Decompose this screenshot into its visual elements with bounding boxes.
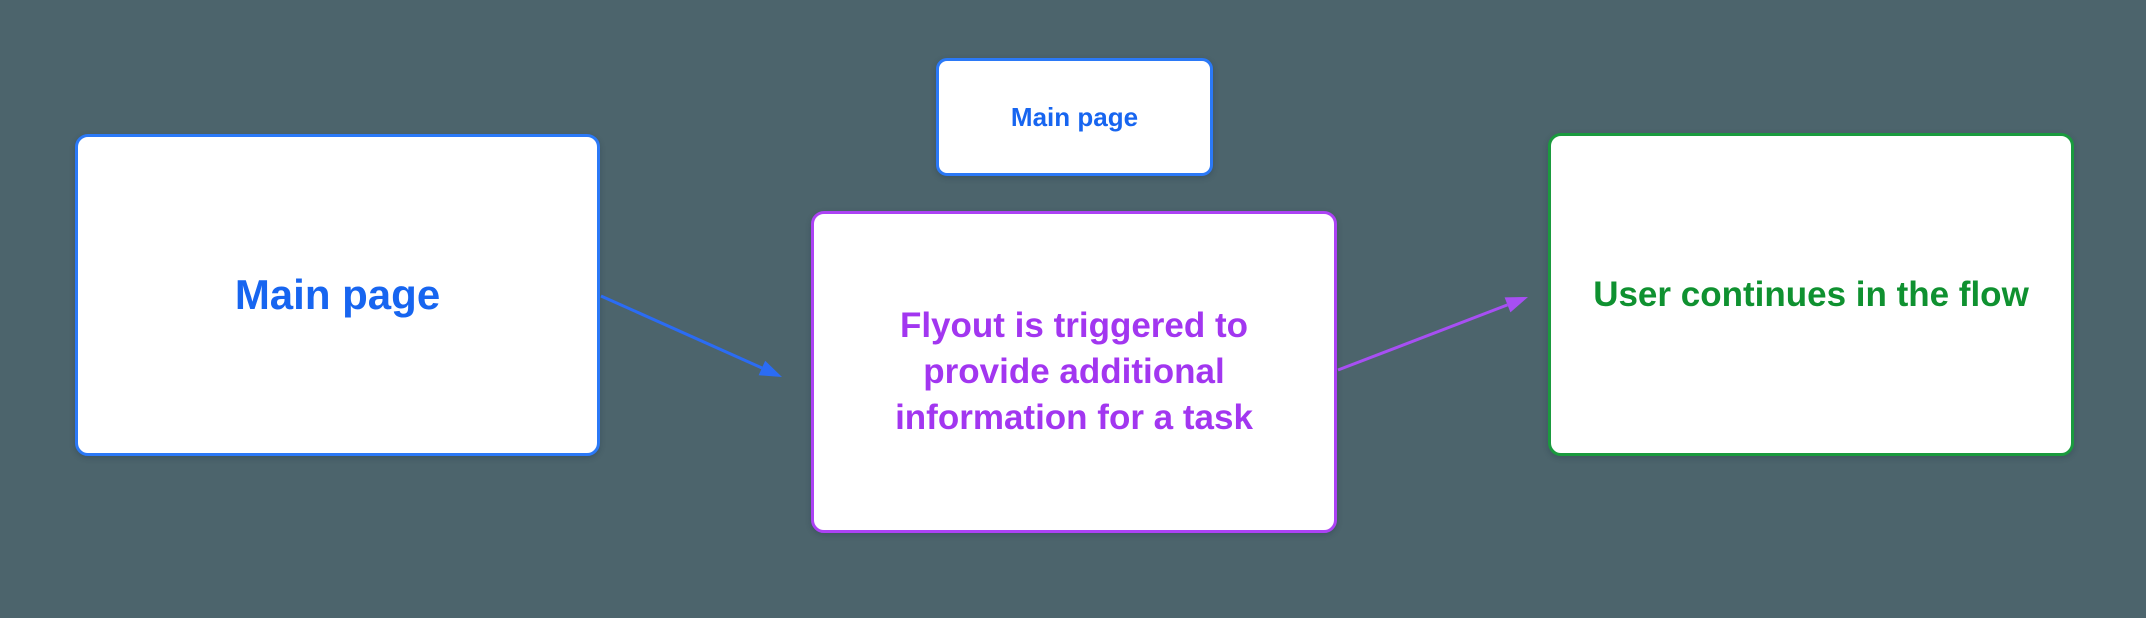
node-main-page-small-label: Main page xyxy=(1010,101,1139,132)
connector-flyout-to-continue xyxy=(1337,297,1528,372)
connector-flyout-to-continue-line xyxy=(1337,303,1509,372)
node-user-continues: User continues in the flow xyxy=(1548,133,2074,456)
connector-main-to-flyout-arrowhead-icon xyxy=(758,360,782,377)
connector-main-to-flyout-line xyxy=(600,294,763,370)
node-main-page-large: Main page xyxy=(75,134,600,456)
node-user-continues-label: User continues in the flow xyxy=(1593,274,2029,314)
node-flyout-triggered: Flyout is triggered to provide additiona… xyxy=(811,211,1337,533)
node-main-page-small: Main page xyxy=(936,58,1213,176)
connector-flyout-to-continue-arrowhead-icon xyxy=(1504,297,1528,313)
connector-main-to-flyout xyxy=(600,294,782,377)
node-main-page-large-label: Main page xyxy=(234,271,441,318)
node-flyout-triggered-label: Flyout is triggered to provide additiona… xyxy=(895,306,1253,437)
